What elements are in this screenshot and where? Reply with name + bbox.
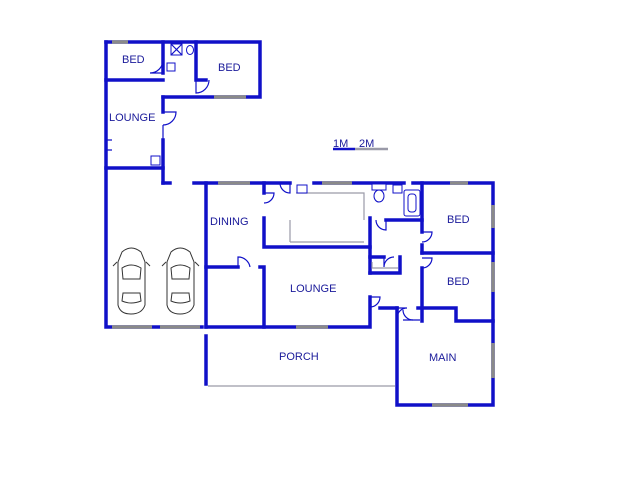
- scale-label-1m: 1M: [333, 138, 348, 150]
- room-label-lounge: LOUNGE: [290, 283, 336, 295]
- room-labels: BED BED LOUNGE DINING LOUNGE BED BED POR…: [109, 54, 470, 364]
- room-label-porch: PORCH: [279, 351, 319, 363]
- scale-bar: 1M 2M: [333, 138, 388, 151]
- windows: [112, 40, 495, 407]
- room-label-bed: BED: [122, 54, 145, 66]
- car-icon: [161, 247, 200, 315]
- room-label-main: MAIN: [429, 352, 457, 364]
- bath-fixtures: [150, 43, 421, 217]
- room-label-dining: DINING: [210, 216, 249, 228]
- doors: [149, 59, 433, 321]
- scale-label-2m: 2M: [359, 138, 374, 150]
- car-icon: [112, 247, 151, 315]
- fixture-lines: [106, 139, 420, 387]
- room-label-bed: BED: [447, 214, 470, 226]
- room-label-bed: BED: [218, 62, 241, 74]
- room-label-lounge: LOUNGE: [109, 112, 155, 124]
- room-label-bed: BED: [447, 276, 470, 288]
